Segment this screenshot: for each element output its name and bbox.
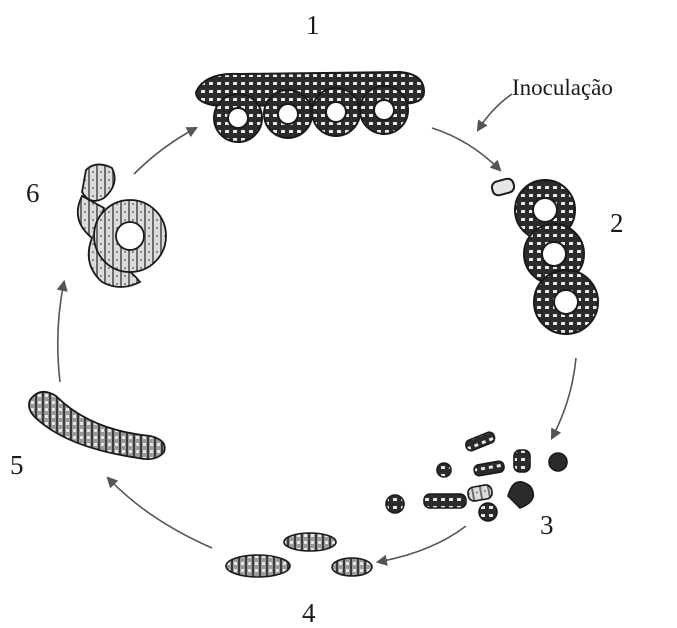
stage-1-coiled-filaments: [196, 72, 424, 142]
arrow-1-to-2: [432, 128, 500, 170]
inoculation-label: Inoculação: [512, 76, 613, 99]
stage-2-label: 2: [610, 210, 624, 237]
arrow-5-to-6: [58, 282, 64, 382]
stage-3-label: 3: [540, 512, 554, 539]
stage-2-stacked-coils: [491, 177, 598, 334]
arrow-3-to-4: [378, 526, 466, 562]
arrow-inoculation: [478, 94, 512, 130]
arrow-4-to-5: [108, 478, 212, 548]
stage-6-coiling-filament: [78, 164, 166, 287]
stage-5-label: 5: [10, 452, 24, 479]
stage-1-label: 1: [306, 12, 320, 39]
stage-6-label: 6: [26, 180, 40, 207]
arrow-2-to-3: [552, 358, 576, 438]
arrow-6-to-1: [134, 128, 196, 174]
stage-5-elongated-filament: [29, 392, 165, 459]
stage-4-label: 4: [302, 600, 316, 627]
cycle-arrows: [58, 94, 576, 562]
stage-4-short-rods: [226, 533, 372, 577]
stage-3-fragments: [386, 431, 567, 521]
